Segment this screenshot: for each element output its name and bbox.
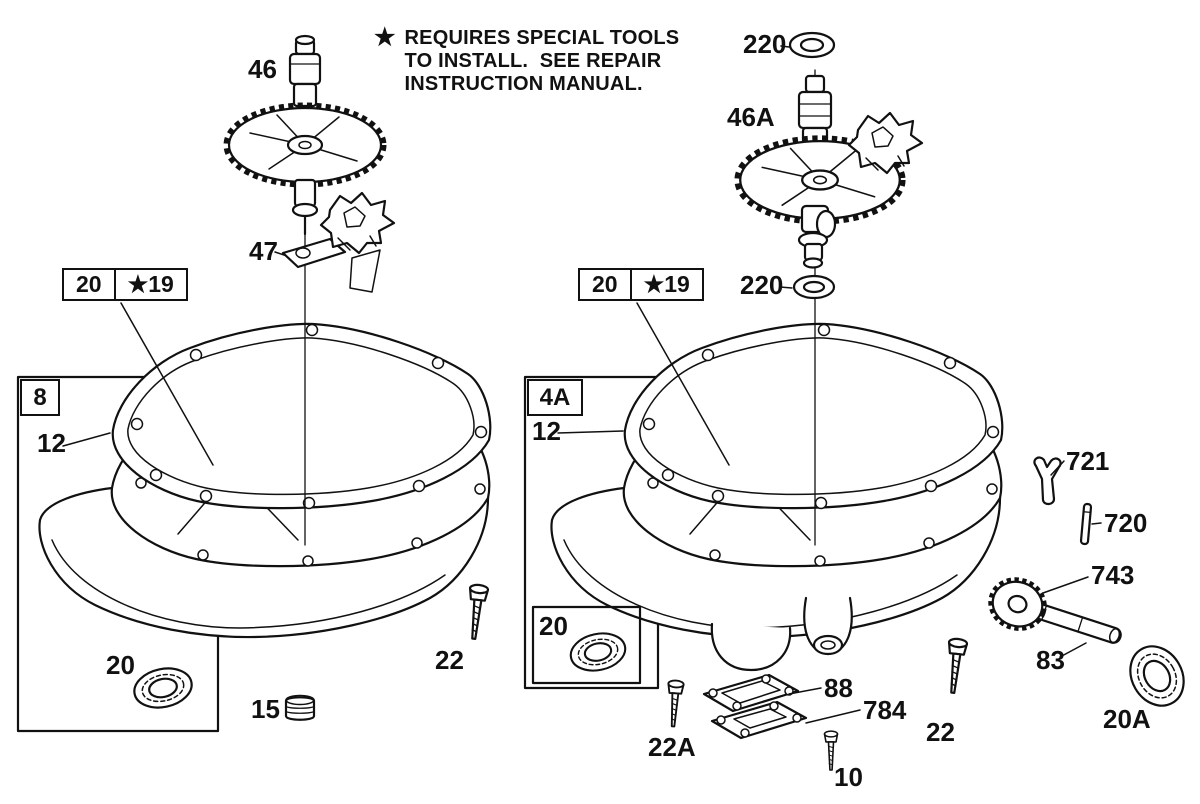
camshaft-46a-drawing [740,74,900,269]
group-label-8: 8 [20,379,60,416]
left-governor-arm [349,249,381,293]
star-icon: ★ [374,24,396,51]
ref-20-right: 20 [592,271,618,297]
right-spout-mouth [812,634,844,656]
callout-12-left: 12 [37,428,66,458]
callout-15: 15 [251,694,280,724]
bracket-47-drawing [281,237,347,269]
ref-combo-left: 20 ★19 [62,268,188,301]
left-governor-drawing [319,191,396,255]
callout-220-top: 220 [743,29,787,59]
callout-20-right: 20 [539,611,568,641]
callout-88: 88 [824,673,853,703]
left-sump-assembly [38,34,492,721]
right-gasket-12-drawing [623,322,1004,510]
plug-15-drawing [284,694,316,721]
left-combo-leader [120,302,214,466]
callout-12-right: 12 [532,416,561,446]
ref-combo-right: 20 ★19 [578,268,704,301]
leader-720 [1091,522,1102,525]
left-12-leader [62,432,111,447]
right-combo-leader [636,302,730,466]
washer-220-mid-drawing [792,274,836,300]
callout-743: 743 [1091,560,1135,590]
right-screw-22-drawing [942,636,969,695]
leader-784 [805,709,861,724]
left-gasket-12-drawing [111,322,492,510]
right-spout-bore [820,640,836,650]
right-seal-20-drawing [566,627,630,677]
ref-star19-right: ★19 [629,270,702,299]
callout-46: 46 [248,54,277,84]
ref-star19-left: ★19 [113,270,186,299]
callout-720: 720 [1104,508,1148,538]
right-governor-drawing [847,111,924,175]
right-pan-boss [710,622,792,672]
clip-721-drawing [1033,456,1062,506]
leader-743 [1042,576,1089,594]
note-line-2: TO INSTALL. SEE REPAIR [404,50,662,72]
special-tools-note: ★ REQUIRES SPECIAL TOOLS TO INSTALL. SEE… [374,24,680,96]
callout-20a: 20A [1103,704,1151,734]
leader-88 [788,687,822,695]
callout-22a: 22A [648,732,696,762]
ref-20-left: 20 [76,271,102,297]
camshaft-46-drawing [229,34,381,236]
pin-720-drawing [1079,502,1093,546]
callout-721: 721 [1066,446,1110,476]
callout-220-mid: 220 [740,270,784,300]
note-line-3: INSTRUCTION MANUAL. [404,73,643,95]
left-seal-20-drawing [129,662,197,714]
left-screw-22-drawing [463,582,490,641]
callout-83: 83 [1036,645,1065,675]
group-label-4a: 4A [527,379,583,416]
right-sump-assembly [531,31,1185,771]
washer-220-top-leader [780,45,790,48]
washer-220-mid-leader [779,286,793,289]
callout-20-left: 20 [106,650,135,680]
shaft-83-gear-743-drawing [988,577,1122,644]
bolt-22a-drawing [664,679,685,728]
washer-220-top-drawing [788,31,836,59]
callout-47: 47 [249,236,278,266]
seal-20a-drawing [1129,645,1185,707]
note-line-1: REQUIRES SPECIAL TOOLS [404,27,680,49]
leader-83 [1059,642,1087,658]
right-seal-box [531,605,642,685]
callout-46a: 46A [727,102,775,132]
callout-784: 784 [863,695,907,725]
callout-10: 10 [834,762,863,792]
right-12-leader [557,430,624,434]
callout-22-right: 22 [926,717,955,747]
callout-22-left: 22 [435,645,464,675]
gasket-784-drawing [710,700,808,740]
leader-721 [1050,460,1065,476]
cover-plate-88-drawing [702,673,800,713]
